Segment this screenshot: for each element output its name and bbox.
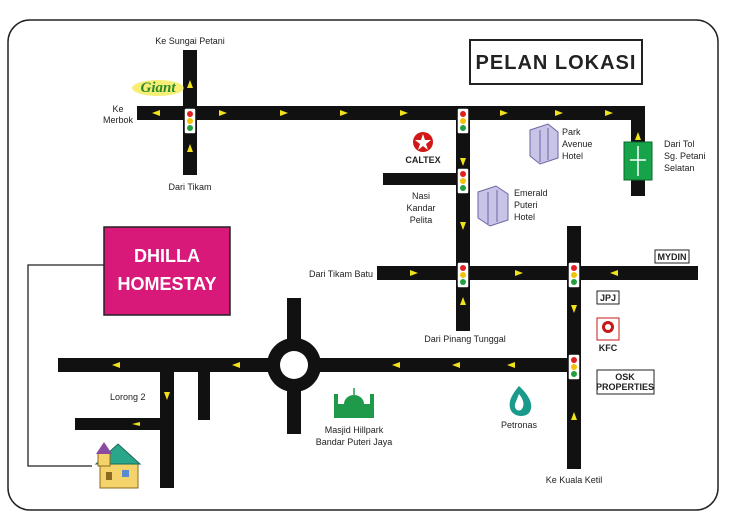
giant-label: Giant: [140, 80, 176, 96]
kfc-icon: [596, 317, 620, 341]
label-nasi-1: Nasi: [412, 191, 430, 201]
roundabout-center: [280, 351, 308, 379]
label-nasi-2: Kandar: [406, 203, 435, 213]
petronas-icon: [509, 386, 532, 416]
label-ke-merbok-2: Merbok: [103, 115, 134, 125]
label-park-3: Hotel: [562, 151, 583, 161]
hotel-icon: [529, 123, 559, 165]
road-lorong-2: [75, 418, 167, 430]
label-dari-pinang-tunggal: Dari Pinang Tunggal: [424, 334, 506, 344]
label-emerald-2: Puteri: [514, 200, 538, 210]
label-dari-tol-3: Selatan: [664, 163, 695, 173]
traffic-light-icon: [456, 167, 470, 195]
label-nasi-3: Pelita: [410, 215, 433, 225]
homestay-line2: HOMESTAY: [117, 274, 216, 294]
traffic-light-icon: [456, 261, 470, 289]
jpj-label: JPJ: [600, 293, 616, 303]
giant-logo: Giant: [132, 80, 184, 96]
label-masjid-1: Masjid Hillpark: [325, 425, 384, 435]
title-box: [469, 39, 643, 85]
caltex-label: CALTEX: [405, 155, 440, 165]
label-ke-sungai-petani: Ke Sungai Petani: [155, 36, 225, 46]
direction-arrows: [112, 80, 641, 426]
label-park-2: Avenue: [562, 139, 592, 149]
caltex-icon: [413, 132, 433, 152]
homestay-connector: [27, 264, 105, 467]
label-dari-tikam: Dari Tikam: [168, 182, 211, 192]
house-icon: [94, 442, 142, 489]
label-petronas: Petronas: [501, 420, 538, 430]
map-title: PELAN LOKASI: [476, 52, 637, 74]
tol-sign-icon: [623, 141, 653, 181]
jpj-box: [596, 290, 620, 305]
label-ke-kuala-ketil: Ke Kuala Ketil: [546, 475, 603, 485]
traffic-light-icon: [567, 353, 581, 381]
road-middle-horizontal: [377, 266, 698, 280]
osk-label-1: OSK: [615, 372, 635, 382]
osk-box: [596, 369, 655, 395]
traffic-light-icon: [567, 261, 581, 289]
label-emerald-3: Hotel: [514, 212, 535, 222]
label-park-1: Park: [562, 127, 581, 137]
hotel-icon: [477, 185, 509, 227]
homestay-box: [103, 226, 231, 316]
label-dari-tol-1: Dari Tol: [664, 139, 694, 149]
road-top: [137, 106, 645, 120]
label-dari-tikam-batu: Dari Tikam Batu: [309, 269, 373, 279]
osk-label-2: PROPERTIES: [596, 382, 654, 392]
traffic-lights: [183, 107, 581, 381]
mydin-label: MYDIN: [658, 252, 687, 262]
kfc-label: KFC: [599, 343, 618, 353]
label-lorong-2: Lorong 2: [110, 392, 146, 402]
label-masjid-2: Bandar Puteri Jaya: [316, 437, 393, 447]
mosque-icon: [334, 388, 374, 418]
label-emerald-1: Emerald: [514, 188, 548, 198]
road-stub: [198, 358, 210, 420]
homestay-line1: DHILLA: [134, 246, 200, 266]
traffic-light-icon: [183, 107, 197, 135]
mydin-box: [654, 249, 690, 264]
road-nasi-branch: [383, 173, 463, 185]
traffic-light-icon: [456, 107, 470, 135]
label-dari-tol-2: Sg. Petani: [664, 151, 706, 161]
label-ke-merbok-1: Ke: [112, 104, 123, 114]
